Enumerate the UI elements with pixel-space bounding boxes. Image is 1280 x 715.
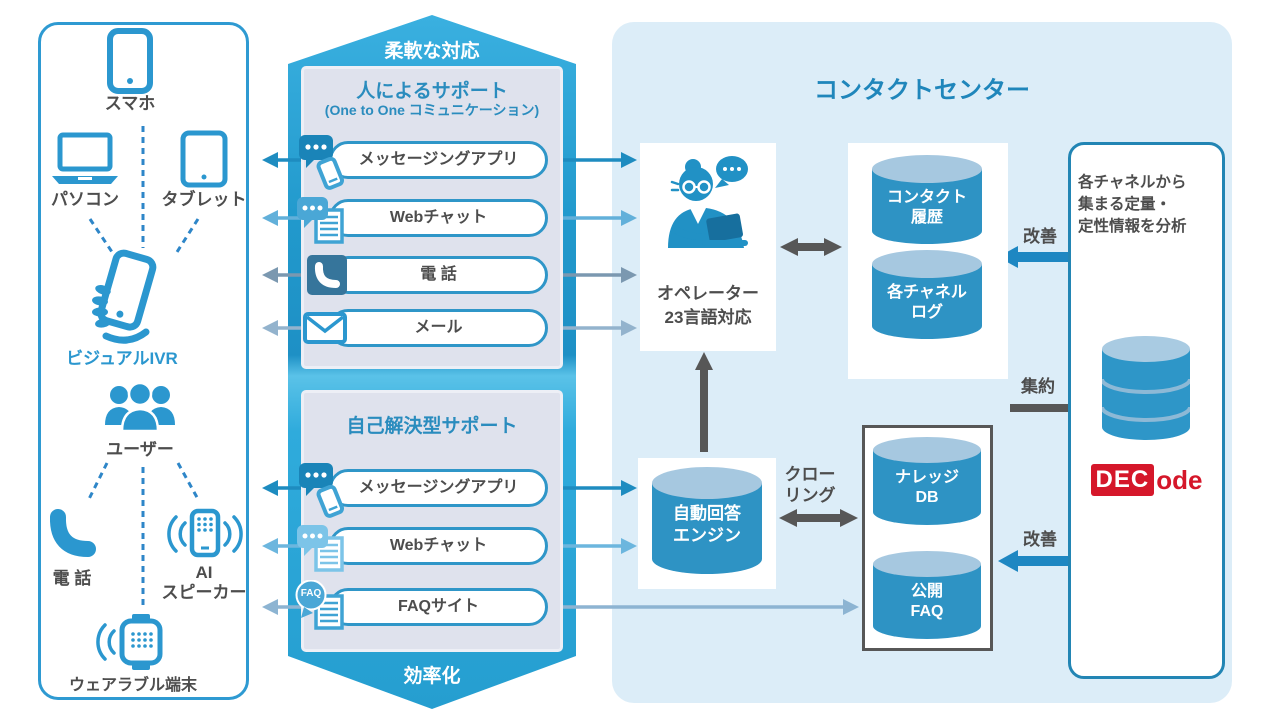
web-chat-icon — [297, 197, 344, 244]
improve-arrows — [998, 246, 1068, 572]
wearable-icon — [96, 614, 163, 670]
channel-pill-mail: メール — [329, 309, 548, 347]
improve-bottom-label: 改善 — [1023, 530, 1057, 549]
operator-label: オペレーター 23言語対応 — [657, 284, 759, 327]
phone-label: 電 話 — [52, 569, 92, 588]
human-support-subtitle: (One to One コミュニケーション) — [324, 102, 540, 118]
phone-square-icon — [307, 255, 347, 295]
pc-label: パソコン — [51, 190, 119, 209]
flexible-response-banner: 柔軟な対応 — [384, 41, 480, 62]
users-icon — [105, 383, 175, 433]
channel-pill-messaging-app-2: メッセージングアプリ — [329, 469, 548, 507]
channel-log-db-icon — [872, 250, 982, 339]
channel-pill-phone: 電 話 — [329, 256, 548, 294]
public-faq-label: 公開 FAQ — [910, 583, 944, 620]
mail-icon — [303, 312, 347, 344]
crawling-label: クロー リング — [784, 465, 836, 505]
auto-answer-label: 自動回答 エンジン — [673, 504, 741, 545]
tablet-icon — [180, 130, 228, 188]
decode-description: 各チャネルから 集まる定量・ 定性情報を分析 — [1078, 174, 1187, 235]
ai-speaker-icon — [167, 508, 243, 558]
efficiency-banner: 効率化 — [403, 666, 461, 687]
web-chat-icon-2 — [297, 525, 344, 572]
self-support-title: 自己解決型サポート — [346, 416, 518, 437]
decode-logo-ode: ode — [1156, 464, 1203, 495]
channel-arrows-right — [551, 152, 859, 615]
smartphone-label: スマホ — [104, 94, 156, 113]
faq-site-icon — [295, 580, 344, 630]
channel-pill-messaging-app: メッセージングアプリ — [329, 141, 548, 179]
decode-logo-dec: DEC — [1090, 464, 1155, 496]
ai-speaker-label: AI スピーカー — [161, 563, 247, 603]
knowledge-db-label: ナレッジ DB — [894, 469, 959, 506]
channel-pill-faq-site: FAQサイト — [329, 588, 548, 626]
visual-ivr-icon — [92, 249, 157, 344]
auto-answer-db-icon — [652, 467, 762, 574]
messaging-app-icon — [299, 135, 345, 190]
wearable-label: ウェアラブル端末 — [68, 677, 197, 694]
smartphone-icon — [107, 28, 153, 94]
contact-center-title: コンタクトセンター — [814, 77, 1030, 104]
channel-pill-web-chat: Webチャット — [329, 199, 548, 237]
human-support-title: 人によるサポート — [356, 81, 508, 102]
operator-icon — [668, 156, 748, 248]
knowledge-db-icon — [873, 437, 981, 525]
faq-badge-text: FAQ — [300, 588, 322, 599]
dashed-connectors — [86, 126, 201, 607]
public-faq-db-icon — [873, 551, 981, 639]
messaging-app-icon-2 — [299, 463, 345, 518]
contact-history-db-icon — [872, 155, 982, 244]
improve-top-label: 改善 — [1023, 227, 1057, 246]
tablet-label: タブレット — [161, 190, 247, 209]
phone-handset-icon — [50, 509, 96, 557]
channel-log-label: 各チャネル ログ — [887, 284, 967, 321]
contact-history-label: コンタクト 履歴 — [886, 189, 967, 226]
channel-pill-web-chat-2: Webチャット — [329, 527, 548, 565]
pc-icon — [52, 132, 118, 184]
decode-db-icon — [1102, 336, 1190, 440]
visual-ivr-label: ビジュアルIVR — [66, 349, 178, 368]
users-label: ユーザー — [106, 440, 174, 459]
aggregate-label: 集約 — [1021, 377, 1055, 396]
